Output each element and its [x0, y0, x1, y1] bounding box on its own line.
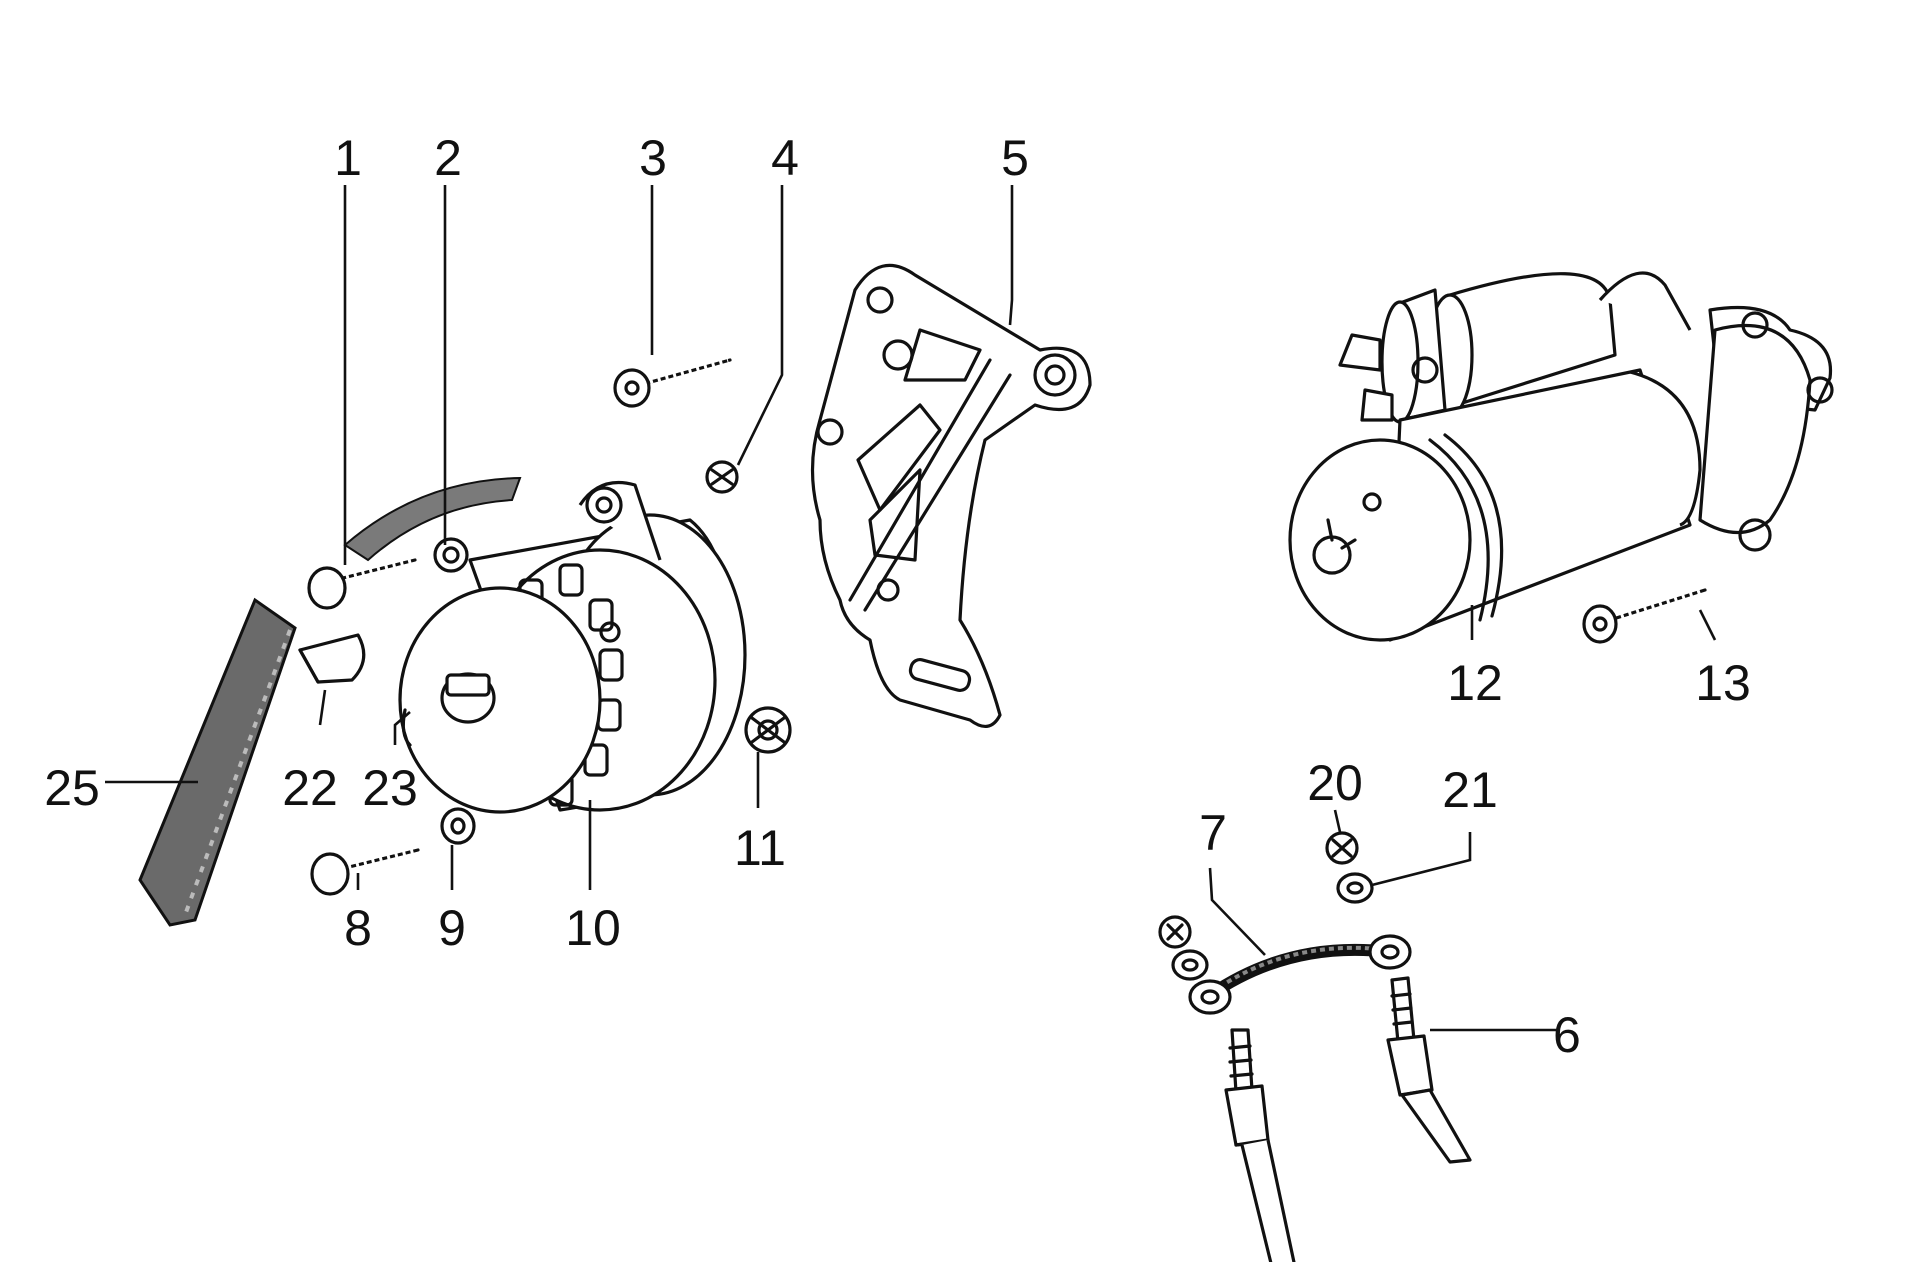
glow-plug-left [1224, 1028, 1296, 1262]
woodruff-key [298, 633, 366, 684]
alternator [398, 480, 747, 814]
glow-plug-connector [1158, 915, 1412, 1015]
callout-1: 1 [334, 130, 362, 186]
washer-9 [440, 807, 476, 845]
callout-8: 8 [344, 900, 372, 956]
washer-21 [1336, 872, 1374, 904]
callout-6: 6 [1553, 1007, 1581, 1063]
glow-plug-right [1386, 976, 1472, 1164]
callout-3: 3 [639, 130, 667, 186]
callout-11: 11 [734, 820, 786, 876]
callout-labels: 1 2 3 4 5 6 7 8 9 10 11 12 13 20 21 22 2… [44, 130, 1751, 1063]
callout-10: 10 [565, 900, 621, 956]
mounting-bracket [810, 263, 1092, 728]
callout-13: 13 [1695, 655, 1751, 711]
nut-2 [433, 537, 469, 573]
nut-4 [705, 460, 739, 494]
bolt-13 [1582, 587, 1707, 644]
bolt-8 [310, 847, 420, 896]
callout-2: 2 [434, 130, 462, 186]
bolt-3 [613, 357, 732, 408]
callout-23: 23 [362, 760, 418, 816]
callout-9: 9 [438, 900, 466, 956]
callout-21: 21 [1442, 762, 1498, 818]
callout-12: 12 [1447, 655, 1503, 711]
drive-belt [138, 476, 522, 927]
callout-20: 20 [1307, 755, 1363, 811]
callout-25: 25 [44, 760, 100, 816]
bolt-1 [307, 557, 417, 610]
nut-20 [1325, 831, 1359, 865]
callout-5: 5 [1001, 130, 1029, 186]
callout-4: 4 [771, 130, 799, 186]
nut-11 [744, 706, 792, 754]
callout-7: 7 [1199, 805, 1227, 861]
starter-motor [1288, 271, 1834, 642]
leader-lines [105, 185, 1717, 1032]
callout-22: 22 [282, 760, 338, 816]
